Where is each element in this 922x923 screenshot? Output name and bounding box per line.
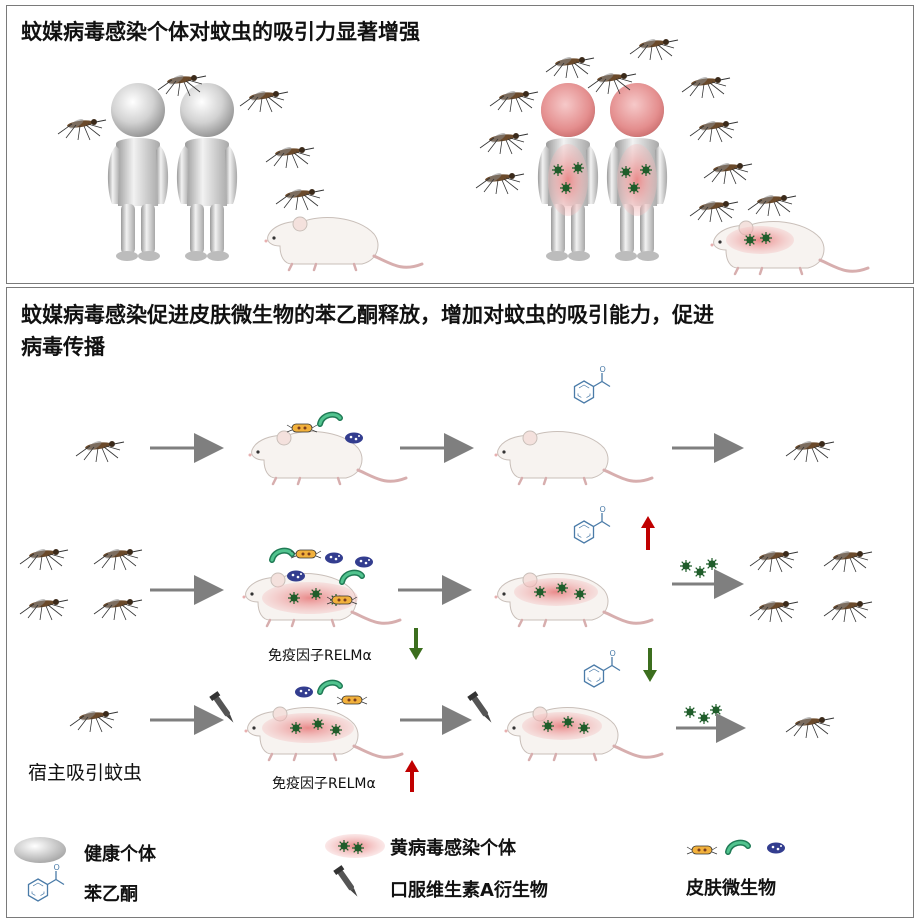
top-panel-title: 蚊媒病毒感染个体对蚊虫的吸引力显著增强 — [21, 20, 420, 44]
healthy-human-figure-1 — [107, 83, 169, 261]
row3-dropper-2 — [467, 691, 496, 726]
row2-infected-mouse-with-microbes — [241, 550, 402, 628]
legend-infected-label: 黄病毒感染个体 — [390, 838, 516, 859]
row2-acetophenone — [573, 504, 611, 544]
row1-mosquito-out — [785, 438, 835, 463]
row3-acetophenone — [583, 648, 621, 688]
legend-acetophenone-icon — [27, 862, 65, 902]
row2-red-up-arrow — [641, 516, 655, 550]
row1-acetophenone — [573, 364, 611, 404]
immune-up-arrow — [405, 760, 419, 792]
legend-healthy-icon — [14, 837, 66, 863]
immune-down-arrow — [409, 628, 423, 660]
infected-human-figure-1 — [537, 83, 599, 261]
immune-factor-label-up: 免疫因子RELMα — [272, 776, 376, 792]
row2-virus-cluster — [679, 557, 719, 579]
healthy-mouse — [263, 215, 424, 272]
row2-right-green-down-arrow — [643, 648, 657, 682]
legend-acetophenone-label: 苯乙酮 — [84, 884, 138, 905]
infected-mouse-top — [709, 219, 870, 276]
row2-mosquitoes-in — [19, 546, 143, 621]
row1-mouse-with-microbes — [247, 415, 408, 486]
host-attracts-mosquito-label: 宿主吸引蚊虫 — [28, 762, 143, 784]
row3-mosquito-in — [69, 708, 119, 733]
legend-dropper-icon — [333, 865, 362, 900]
legend-skin-microbes-label: 皮肤微生物 — [686, 878, 776, 899]
legend-infected-icon — [325, 834, 385, 858]
immune-factor-label-down: 免疫因子RELMα — [268, 648, 372, 664]
bottom-panel-title-line2: 病毒传播 — [21, 335, 105, 359]
legend-vitamin-a-label: 口服维生素A衍生物 — [390, 880, 548, 901]
row1-mouse-clean — [493, 429, 654, 486]
legend-skin-microbes-icon — [686, 843, 785, 855]
infected-human-figure-2 — [606, 83, 668, 261]
row2-infected-mouse — [493, 571, 654, 628]
row3-virus-cluster — [683, 703, 723, 725]
row1-mosquito-in — [75, 438, 125, 463]
healthy-human-figure-2 — [176, 83, 238, 261]
legend-healthy-label: 健康个体 — [84, 844, 156, 865]
row2-mosquitoes-out — [749, 548, 873, 623]
row3-mosquito-out — [785, 714, 835, 739]
row3-infected-mouse-treated-2 — [503, 705, 664, 762]
row3-infected-mouse-treated — [243, 683, 404, 762]
bottom-panel-title-line1: 蚊媒病毒感染促进皮肤微生物的苯乙酮释放，增加对蚊虫的吸引能力，促进 — [21, 303, 714, 327]
